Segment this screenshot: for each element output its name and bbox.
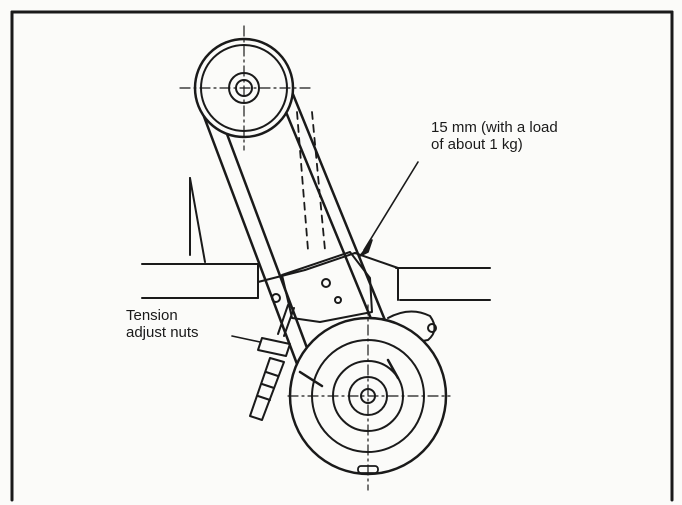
deflection-annotation: 15 mm (with a load of about 1 kg)	[431, 119, 558, 154]
tension-line-2: adjust nuts	[126, 324, 199, 342]
tension-adjust-bolt	[249, 304, 295, 421]
deflection-leader	[359, 161, 419, 257]
drive-belt	[195, 76, 404, 374]
upper-pulley	[179, 25, 311, 151]
machine-frame	[141, 177, 491, 301]
motor-bracket	[271, 251, 437, 346]
tension-annotation: Tension adjust nuts	[126, 307, 199, 342]
motor-pulley	[287, 304, 451, 491]
deflection-line-2: of about 1 kg)	[431, 136, 523, 154]
deflection-line-1: 15 mm (with a load	[431, 119, 558, 136]
tension-line-1: Tension	[126, 307, 178, 324]
diagram-border	[10, 10, 674, 502]
belt-lower-ends	[298, 358, 400, 388]
tension-leader	[231, 335, 261, 343]
